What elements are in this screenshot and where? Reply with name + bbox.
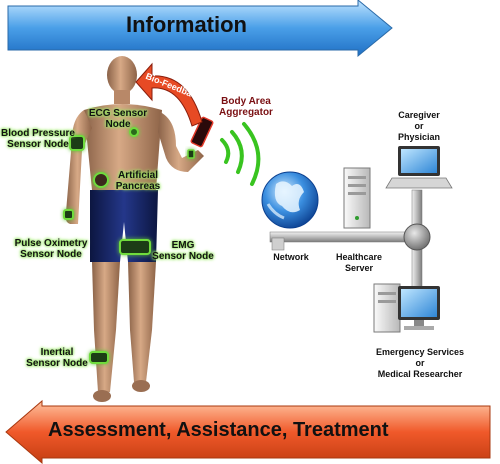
emergency-services-label: Emergency Services or Medical Researcher (375, 347, 465, 379)
network-globe-icon (261, 171, 319, 229)
ecg-sensor-label: ECG Sensor Node (88, 108, 148, 130)
emg-sensor-label: EMG Sensor Node (152, 240, 214, 262)
aggregator-label: Body Area Aggregator (219, 96, 273, 118)
desktop-computer-icon (373, 283, 440, 333)
caregiver-label: Caregiver or Physician (397, 110, 441, 142)
information-label: Information (126, 12, 247, 37)
information-arrow (7, 0, 393, 58)
healthcare-server-icon (343, 167, 371, 229)
sensor-emg (119, 239, 151, 255)
assessment-label: Assessment, Assistance, Treatment (48, 419, 389, 441)
network-label: Network (273, 252, 309, 262)
healthcare-server-label: Healthcare Server (335, 252, 383, 273)
laptop-icon (385, 146, 453, 189)
sensor-inertial (89, 351, 109, 364)
inertial-sensor-label: Inertial Sensor Node (26, 347, 88, 369)
blood-pressure-sensor-label: Blood Pressure Sensor Node (1, 128, 75, 150)
wireless-signal-icon (220, 122, 261, 186)
pulse-oximetry-sensor-label: Pulse Oximetry Sensor Node (14, 238, 88, 260)
assessment-arrow (5, 399, 491, 464)
network-hub-icon (403, 223, 431, 251)
sensor-artificial-pancreas (93, 172, 109, 188)
sensor-ecg (129, 127, 139, 137)
artificial-pancreas-label: Artificial Pancreas (115, 170, 161, 192)
sensor-blood-pressure (69, 135, 85, 151)
sensor-wrist (187, 149, 195, 159)
bio-feedback-arrow (135, 62, 203, 127)
sensor-pulse-oximetry (63, 209, 74, 220)
